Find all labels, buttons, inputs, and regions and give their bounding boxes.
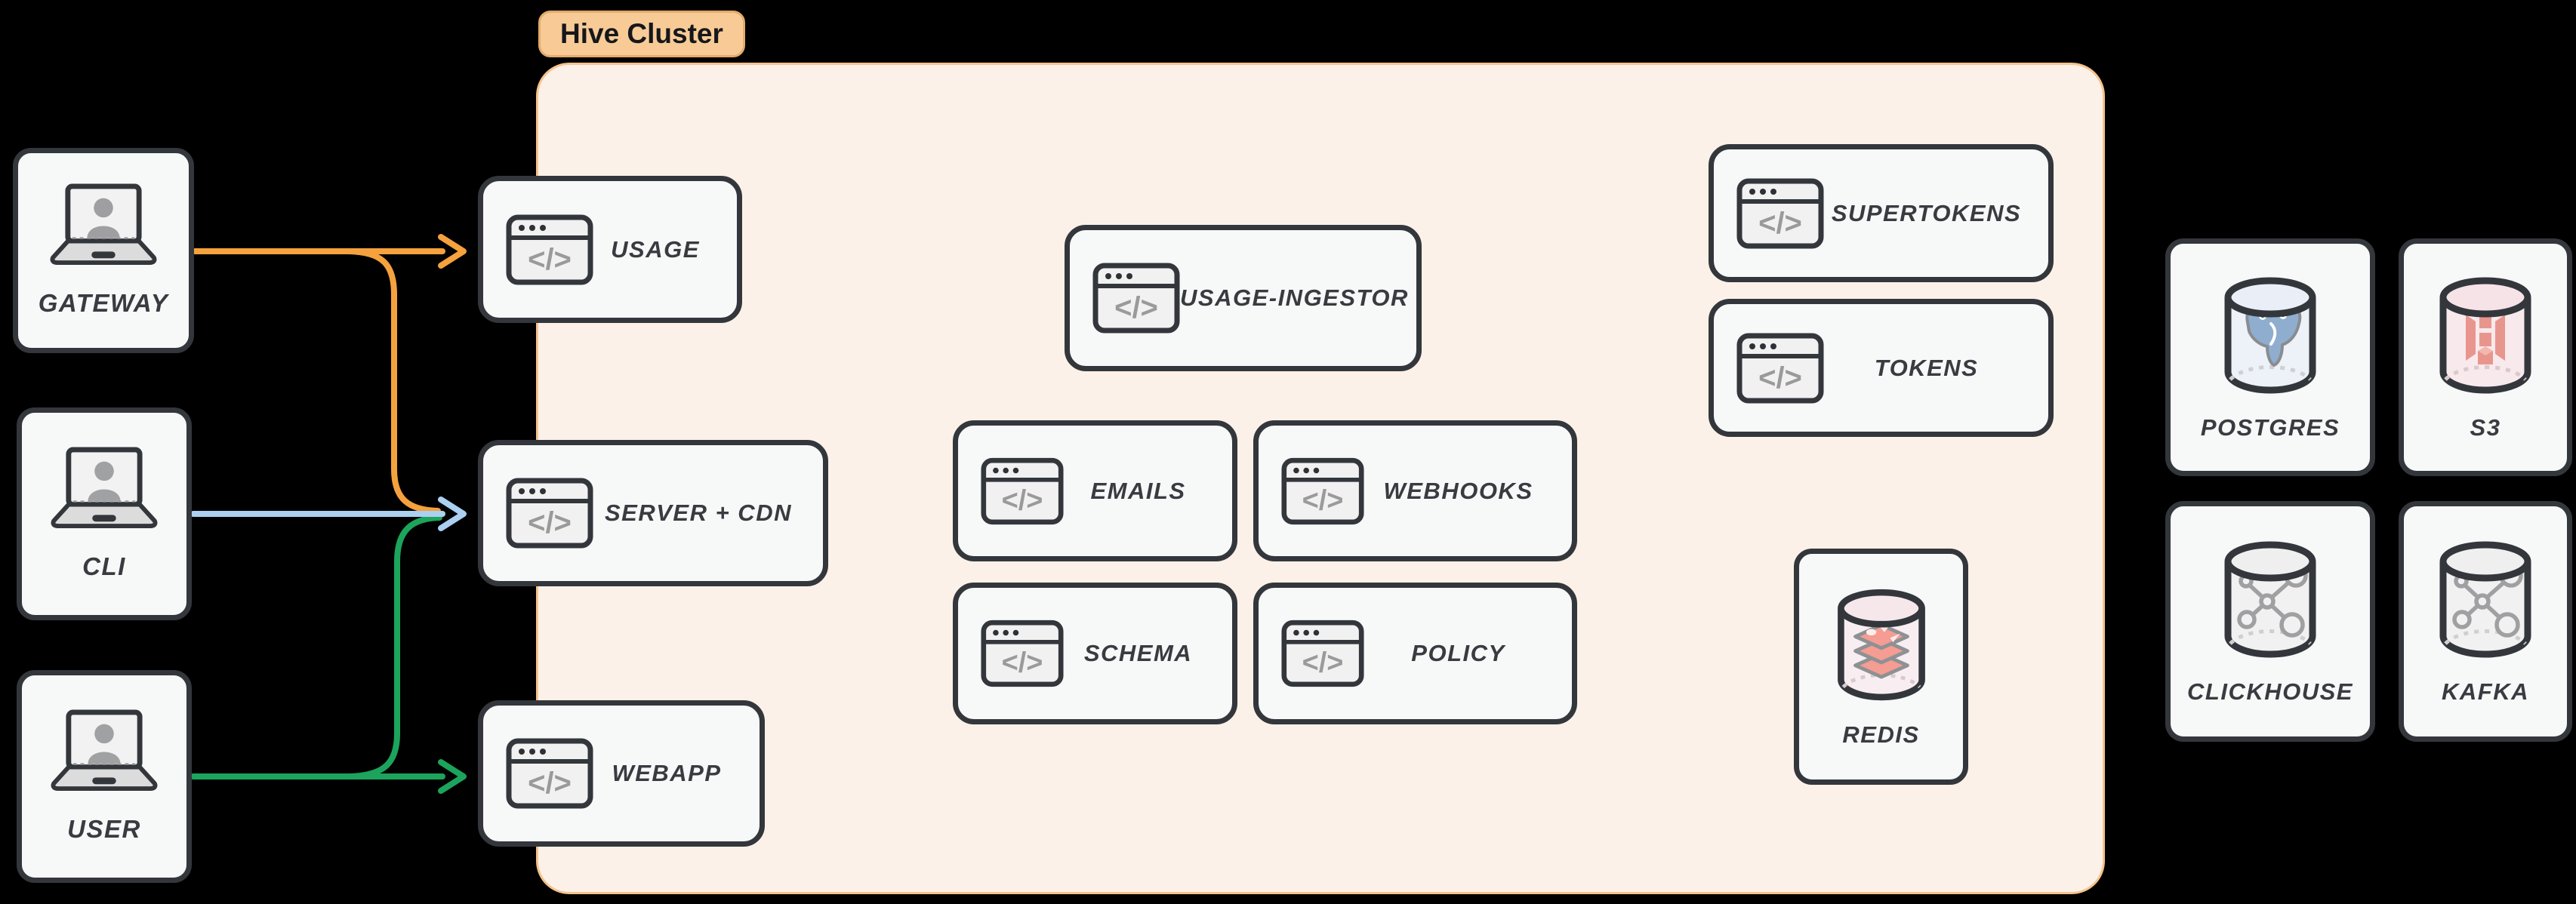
code-window-icon: </> — [506, 738, 593, 809]
service-label: WEBHOOKS — [1383, 477, 1533, 504]
service-box-emails: </> EMAILS — [953, 420, 1237, 561]
postgres-database-cylinder-icon — [2217, 274, 2323, 398]
svg-text:</>: </> — [1758, 361, 1802, 395]
clickhouse-database-cylinder-icon — [2217, 538, 2323, 662]
client-box-gateway: GATEWAY — [13, 148, 194, 353]
svg-text:</>: </> — [1758, 207, 1802, 240]
client-label: CLI — [82, 552, 126, 580]
svg-text:</>: </> — [1002, 647, 1043, 679]
db-label: S3 — [2470, 414, 2501, 441]
service-label: WEBAPP — [612, 760, 722, 786]
service-box-usage: </> USAGE — [478, 176, 742, 323]
service-label: USAGE — [611, 235, 700, 263]
code-window-icon: </> — [1092, 263, 1180, 334]
service-label: POLICY — [1411, 640, 1505, 666]
code-window-icon: </> — [1281, 620, 1364, 687]
code-window-icon: </> — [1736, 333, 1824, 404]
service-box-webhooks: </> WEBHOOKS — [1253, 420, 1577, 561]
db-box-kafka: KAFKA — [2399, 501, 2572, 742]
code-window-icon: </> — [1736, 178, 1824, 249]
client-box-user: USER — [17, 670, 192, 883]
laptop-user-icon — [45, 447, 164, 530]
svg-text:</>: </> — [1302, 647, 1344, 679]
arrow-user-to-webapp-head — [438, 759, 467, 794]
kafka-database-cylinder-icon — [2433, 538, 2538, 662]
service-box-schema: </> SCHEMA — [953, 583, 1237, 724]
redis-database-cylinder-icon — [1831, 586, 1932, 705]
service-label: SERVER + CDN — [605, 500, 792, 526]
db-box-postgres: POSTGRES — [2165, 238, 2375, 476]
code-window-icon: </> — [506, 214, 593, 285]
arrow-gateway-to-usage-head — [438, 234, 467, 269]
service-label: USAGE-INGESTOR — [1180, 284, 1409, 311]
service-box-supertokens: </> SUPERTOKENS — [1709, 144, 2054, 282]
service-label: SUPERTOKENS — [1831, 199, 2022, 226]
db-label: POSTGRES — [2200, 414, 2340, 441]
svg-text:</>: </> — [528, 506, 572, 540]
svg-text:</>: </> — [1002, 484, 1043, 516]
client-label: USER — [67, 815, 141, 843]
db-label: KAFKA — [2442, 678, 2529, 705]
code-window-icon: </> — [981, 620, 1064, 687]
laptop-user-icon — [45, 709, 164, 792]
db-box-s3: S3 — [2399, 238, 2572, 476]
service-box-tokens: </> TOKENS — [1709, 299, 2054, 437]
laptop-user-icon — [44, 183, 163, 266]
svg-text:</>: </> — [1114, 291, 1158, 324]
arrow-user-to-server-cdn-branch — [346, 515, 442, 779]
s3-database-cylinder-icon — [2433, 274, 2538, 398]
hive-cluster-badge: Hive Cluster — [538, 11, 745, 57]
db-label: REDIS — [1842, 721, 1920, 748]
db-label: CLICKHOUSE — [2187, 678, 2353, 705]
client-box-cli: CLI — [17, 407, 192, 620]
arrow-gateway-to-server-cdn-branch — [346, 248, 441, 514]
service-box-server-cdn: </> SERVER + CDN — [478, 440, 828, 586]
service-label: TOKENS — [1874, 354, 1979, 381]
svg-text:</>: </> — [1302, 484, 1344, 516]
hive-cluster-badge-label: Hive Cluster — [560, 18, 723, 49]
code-window-icon: </> — [981, 457, 1064, 525]
service-box-webapp: </> WEBAPP — [478, 700, 765, 847]
db-box-clickhouse: CLICKHOUSE — [2165, 501, 2375, 742]
client-label: GATEWAY — [38, 289, 169, 317]
service-box-policy: </> POLICY — [1253, 583, 1577, 724]
service-label: EMAILS — [1090, 477, 1186, 504]
service-box-usage-ingestor: </> USAGE-INGESTOR — [1065, 225, 1422, 371]
svg-text:</>: </> — [528, 767, 572, 800]
code-window-icon: </> — [506, 478, 593, 549]
svg-text:</>: </> — [528, 243, 572, 276]
service-label: SCHEMA — [1083, 640, 1193, 666]
code-window-icon: </> — [1281, 457, 1364, 525]
db-box-redis: REDIS — [1794, 549, 1968, 785]
arrow-cli-to-server-cdn-head — [438, 497, 467, 531]
